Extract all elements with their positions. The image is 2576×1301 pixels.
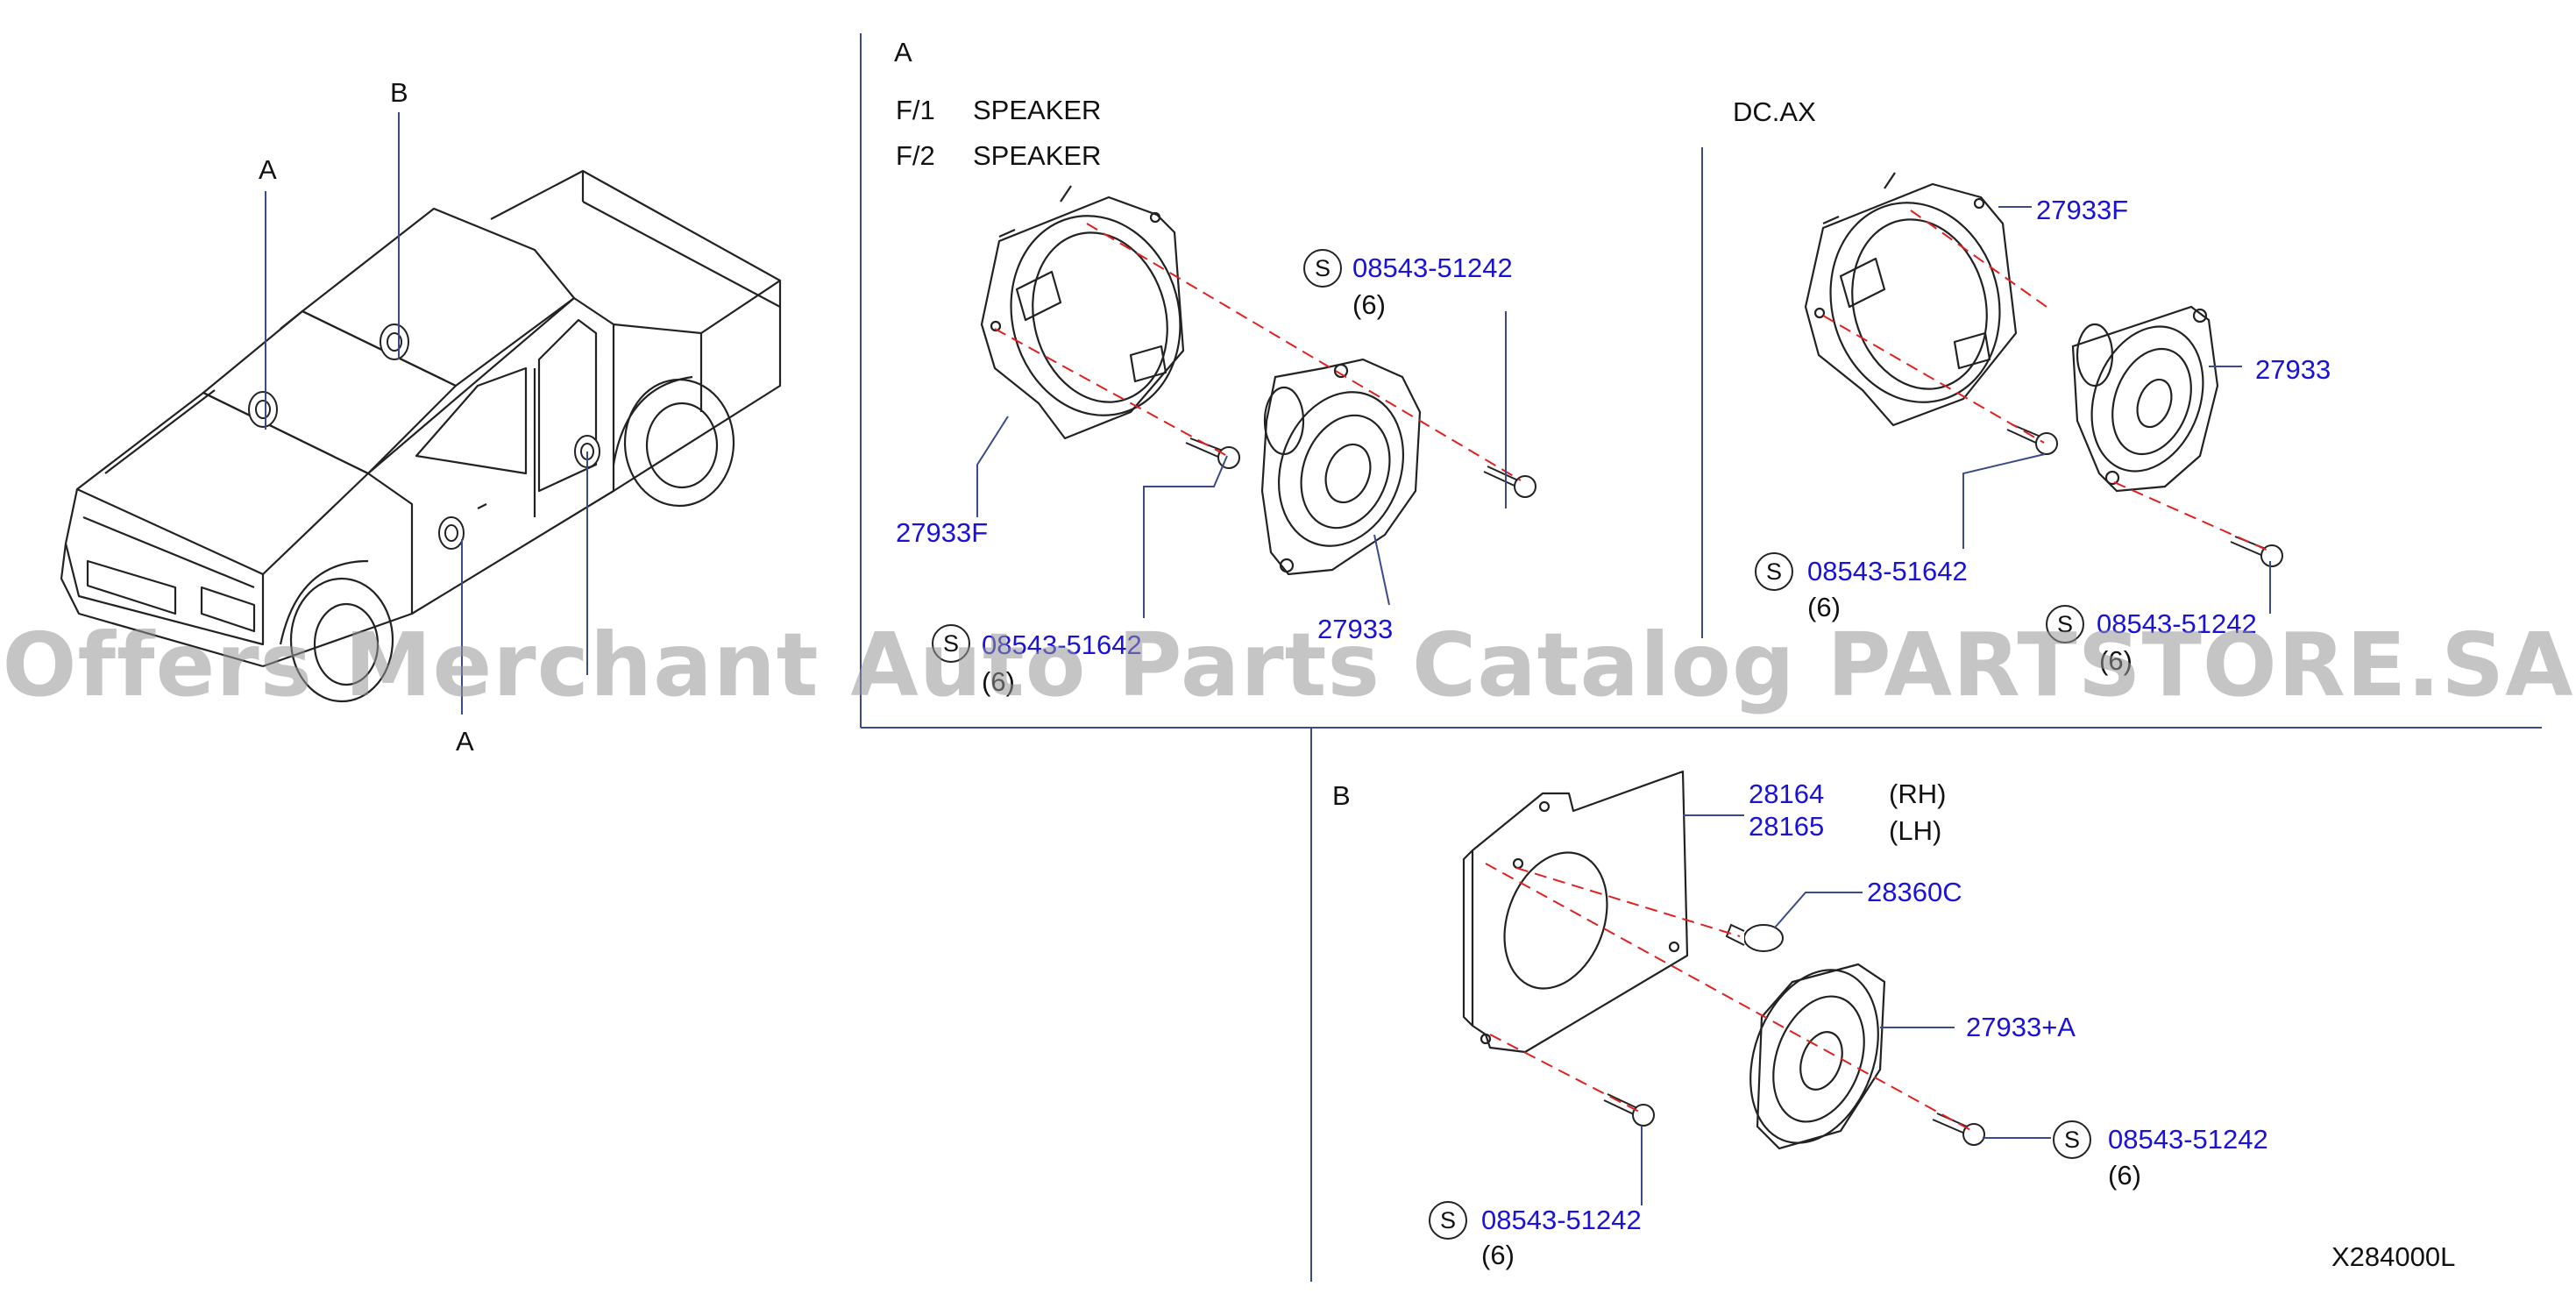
a-left-dash-lines bbox=[994, 223, 1522, 481]
a-right-dash-lines bbox=[1822, 210, 2269, 551]
part-number-08543-51242-right[interactable]: 08543-51242 bbox=[2097, 608, 2257, 639]
part-number-08543-51242[interactable]: 08543-51242 bbox=[1352, 252, 1513, 283]
truck-label-a-bottom: A bbox=[456, 726, 474, 757]
variant-label: DC.AX bbox=[1733, 96, 1816, 127]
s-symbol: S bbox=[1429, 1201, 1467, 1240]
part-quantity: (6) bbox=[2108, 1160, 2141, 1191]
part-number-28164[interactable]: 28164 bbox=[1749, 778, 1825, 809]
diagram-code: X284000L bbox=[2331, 1241, 2456, 1272]
section-frame-lines bbox=[860, 33, 2542, 1282]
a-right-leaders bbox=[1962, 206, 2271, 614]
a-left-mounting-ring[interactable] bbox=[980, 185, 1203, 440]
s-symbol: S bbox=[932, 624, 970, 663]
a-right-screws[interactable] bbox=[2006, 423, 2283, 567]
s-symbol: S bbox=[1755, 552, 1793, 591]
truck-leader-lines bbox=[265, 112, 588, 714]
part-number-27933[interactable]: 27933 bbox=[1317, 614, 1394, 644]
part-quantity: (6) bbox=[1481, 1240, 1515, 1270]
part-number-08543-51642[interactable]: 08543-51642 bbox=[982, 629, 1142, 660]
b-dash-lines bbox=[1485, 863, 1973, 1132]
truck-illustration bbox=[60, 169, 782, 703]
s-symbol: S bbox=[2046, 605, 2084, 643]
part-number-27933-a[interactable]: 27933+A bbox=[1966, 1012, 2076, 1042]
a-right-speaker[interactable] bbox=[2071, 305, 2223, 493]
truck-speaker-spots bbox=[248, 323, 600, 550]
b-leaders bbox=[1641, 814, 2051, 1205]
part-number-08543-51242-b[interactable]: 08543-51242 bbox=[2108, 1124, 2268, 1155]
part-number-08543-51242-b2[interactable]: 08543-51242 bbox=[1481, 1205, 1642, 1235]
part-number-28360c[interactable]: 28360C bbox=[1867, 877, 1962, 907]
a-right-mounting-ring[interactable] bbox=[1804, 172, 2022, 427]
s-symbol: S bbox=[1303, 249, 1342, 288]
part-number-08543-51642-right[interactable]: 08543-51642 bbox=[1807, 556, 1968, 587]
part-number-27933-right[interactable]: 27933 bbox=[2255, 354, 2331, 385]
part-quantity: (6) bbox=[1352, 289, 1386, 320]
func-name-2: SPEAKER bbox=[973, 140, 1102, 171]
truck-label-b: B bbox=[390, 77, 408, 108]
truck-label-a-top: A bbox=[259, 154, 277, 185]
a-left-leaders bbox=[976, 311, 1507, 618]
part-number-28165[interactable]: 28165 bbox=[1749, 811, 1825, 842]
part-quantity: (6) bbox=[1807, 592, 1841, 622]
part-quantity: (6) bbox=[2099, 645, 2132, 676]
s-symbol: S bbox=[2053, 1120, 2091, 1159]
section-b-title: B bbox=[1332, 780, 1351, 811]
part-number-27933f[interactable]: 27933F bbox=[896, 517, 989, 548]
section-a-title: A bbox=[894, 37, 912, 68]
func-name-1: SPEAKER bbox=[973, 95, 1102, 125]
func-code-2: F/2 bbox=[896, 140, 935, 171]
side-lh: (LH) bbox=[1889, 815, 1942, 846]
part-number-27933f-right[interactable]: 27933F bbox=[2036, 195, 2129, 225]
a-left-speaker[interactable] bbox=[1258, 358, 1423, 576]
b-speaker-bracket[interactable] bbox=[1462, 770, 1689, 1054]
watermark-text: Offers Merchant Auto Parts Catalog PARTS… bbox=[2, 614, 2574, 716]
b-clip[interactable] bbox=[1725, 923, 1784, 952]
b-screws[interactable] bbox=[1603, 1093, 1985, 1146]
side-rh: (RH) bbox=[1889, 778, 1947, 809]
part-quantity: (6) bbox=[982, 666, 1015, 697]
b-speaker[interactable] bbox=[1728, 952, 1901, 1161]
func-code-1: F/1 bbox=[896, 95, 935, 125]
